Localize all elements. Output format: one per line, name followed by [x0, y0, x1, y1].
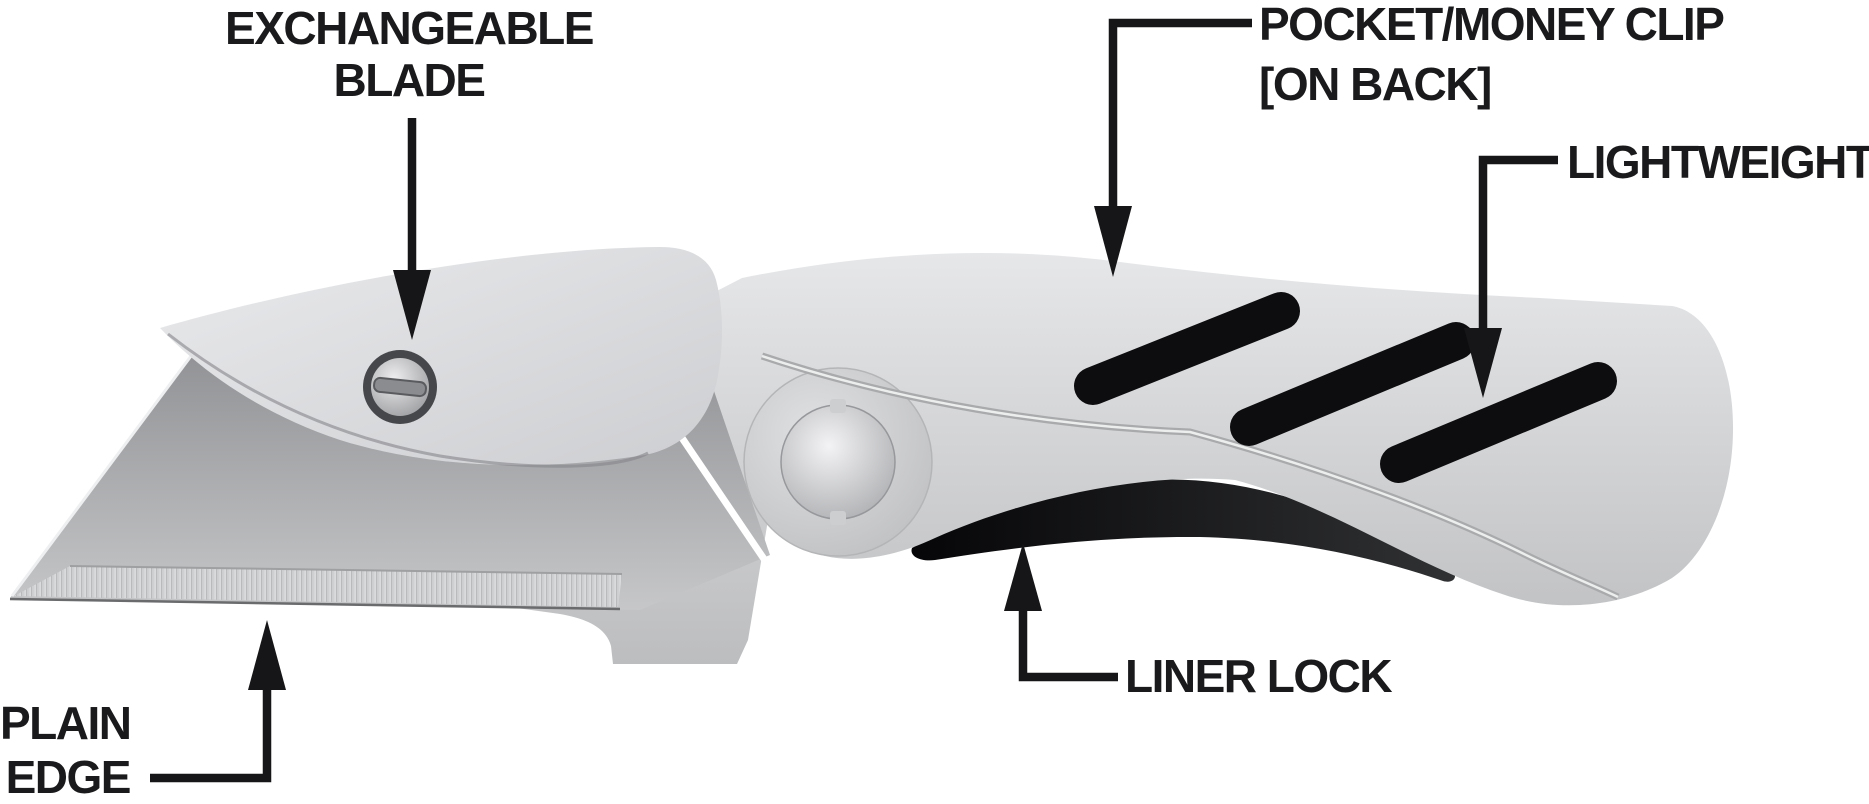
blade-grind-highlight	[10, 351, 196, 597]
blade-edge-line	[9, 597, 621, 611]
pivot-screw	[780, 404, 896, 520]
label-line: [ON BACK]	[1259, 58, 1492, 110]
label-plain-edge: PLAIN EDGE	[0, 696, 132, 804]
liner-lock-opening	[911, 479, 1456, 582]
pivot-notch-bottom	[830, 511, 846, 525]
annotation-connectors	[150, 18, 1558, 783]
connector-lightweight	[1478, 155, 1558, 334]
label-liner-lock: LINER LOCK	[1125, 650, 1393, 702]
arrowhead-exchangeable-blade	[393, 270, 431, 340]
label-exchangeable-blade: EXCHANGEABLE BLADE	[209, 2, 609, 106]
handle-slot-2	[1230, 322, 1475, 446]
handle-slot-1	[1074, 292, 1300, 405]
label-pocket-money-clip: POCKET/MONEY CLIP [ON BACK]	[1259, 0, 1725, 114]
label-line: LINER LOCK	[1125, 650, 1393, 702]
blade-frame-gap	[675, 430, 769, 564]
label-line: BLADE	[333, 54, 486, 106]
pivot-notch-top	[830, 399, 846, 413]
blade-screw	[363, 350, 437, 424]
blade-bevel-shoulder-line	[69, 565, 623, 575]
connector-pocket-money-clip	[1108, 18, 1252, 212]
connector-liner-lock	[1018, 605, 1118, 682]
label-line: LIGHTWEIGHT	[1567, 136, 1869, 188]
connector-plain-edge	[150, 684, 272, 783]
handle-slot-3	[1380, 362, 1617, 483]
label-line: POCKET/MONEY CLIP	[1259, 0, 1725, 50]
arrowhead-lightweight	[1464, 328, 1502, 398]
arrowhead-pocket-money-clip	[1094, 206, 1132, 277]
blade-bevel	[14, 566, 622, 607]
annotation-arrowheads	[248, 206, 1502, 690]
blade-cover-shadow	[167, 332, 649, 468]
blade-cover	[160, 247, 722, 466]
label-line: EDGE	[5, 751, 132, 803]
arrowhead-plain-edge	[248, 620, 286, 690]
arrowhead-liner-lock	[1004, 543, 1042, 611]
label-lightweight: LIGHTWEIGHT	[1567, 136, 1869, 188]
handle-pinstripe-inner	[761, 354, 1619, 599]
label-line: EXCHANGEABLE	[225, 2, 594, 54]
blade-screw-slot	[373, 376, 427, 398]
label-line: PLAIN	[0, 697, 132, 749]
